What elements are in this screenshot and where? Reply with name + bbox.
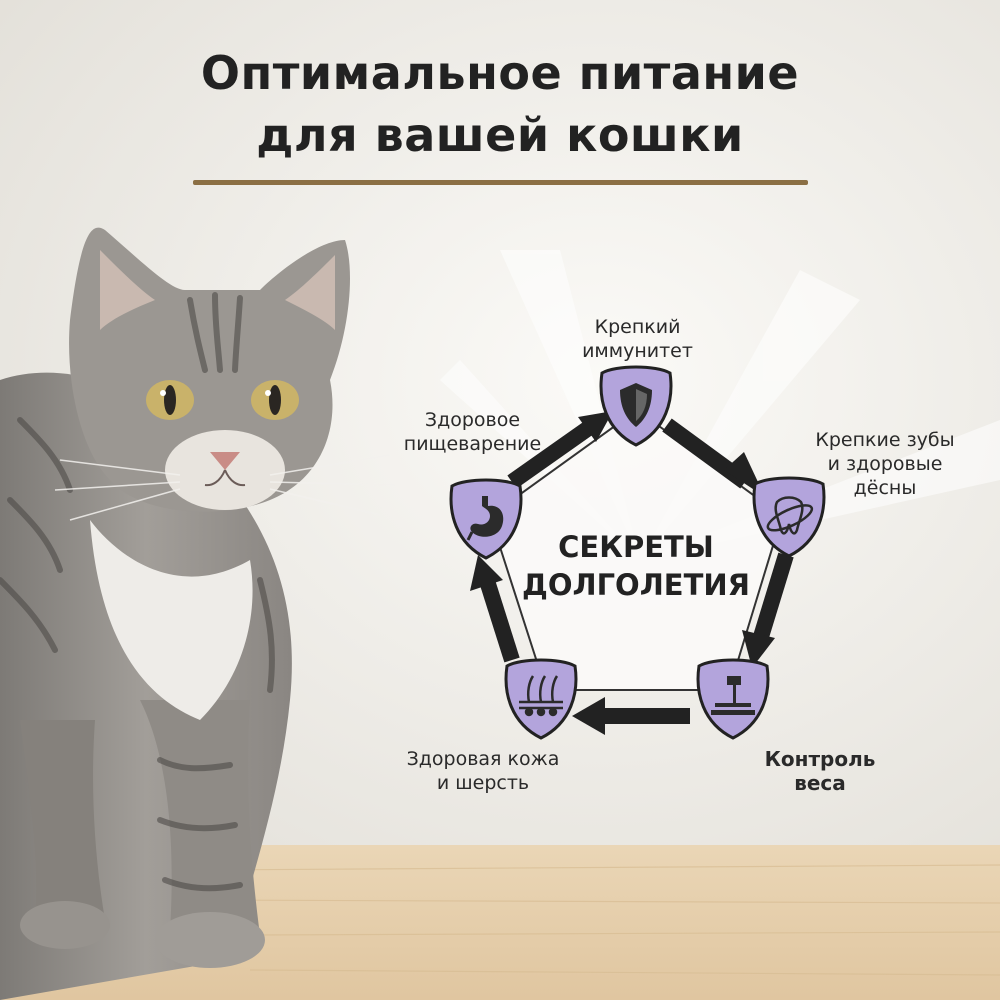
node-skin — [504, 658, 578, 740]
label-teeth: Крепкие зубы и здоровые дёсны — [800, 428, 970, 500]
node-teeth — [752, 476, 826, 558]
node-immunity — [599, 365, 673, 447]
label-skin-line-1: Здоровая кожа — [406, 748, 560, 770]
stomach-icon — [466, 496, 504, 541]
label-skin: Здоровая кожа и шерсть — [388, 747, 578, 795]
arrow-digestion-to-immunity — [507, 411, 613, 489]
arrow-weight-to-skin — [572, 697, 690, 735]
label-weight-line-2: веса — [794, 771, 846, 795]
label-weight-line-1: Контроль — [764, 747, 876, 771]
title-line-1: Оптимальное питание — [200, 46, 800, 100]
node-weight — [696, 658, 770, 740]
scale-icon — [711, 676, 755, 715]
label-weight: Контроль веса — [740, 747, 900, 795]
center-line-2: ДОЛГОЛЕТИЯ — [522, 568, 750, 602]
label-digestion-line-2: пищеварение — [403, 433, 542, 455]
label-skin-line-2: и шерсть — [436, 772, 530, 794]
arrow-skin-to-digestion — [470, 555, 520, 663]
label-digestion-line-1: Здоровое — [424, 409, 521, 431]
label-teeth-line-3: дёсны — [853, 477, 917, 499]
title-underline — [193, 180, 808, 185]
title-line-2: для вашей кошки — [256, 108, 744, 162]
label-teeth-line-1: Крепкие зубы — [815, 429, 955, 451]
center-line-1: СЕКРЕТЫ — [558, 530, 714, 564]
arrow-teeth-to-weight — [742, 552, 794, 668]
label-digestion: Здоровое пищеварение — [385, 408, 560, 456]
center-label: СЕКРЕТЫ ДОЛГОЛЕТИЯ — [516, 528, 756, 604]
tooth-icon — [766, 496, 814, 535]
label-immunity-line-1: Крепкий — [594, 316, 681, 338]
node-digestion — [449, 478, 523, 560]
label-immunity-line-2: иммунитет — [582, 340, 693, 362]
page-title: Оптимальное питание для вашей кошки — [0, 42, 1000, 166]
label-immunity: Крепкий иммунитет — [565, 315, 710, 363]
shield-icon — [620, 383, 652, 427]
label-teeth-line-2: и здоровые — [827, 453, 943, 475]
skin-hair-icon — [519, 675, 563, 717]
